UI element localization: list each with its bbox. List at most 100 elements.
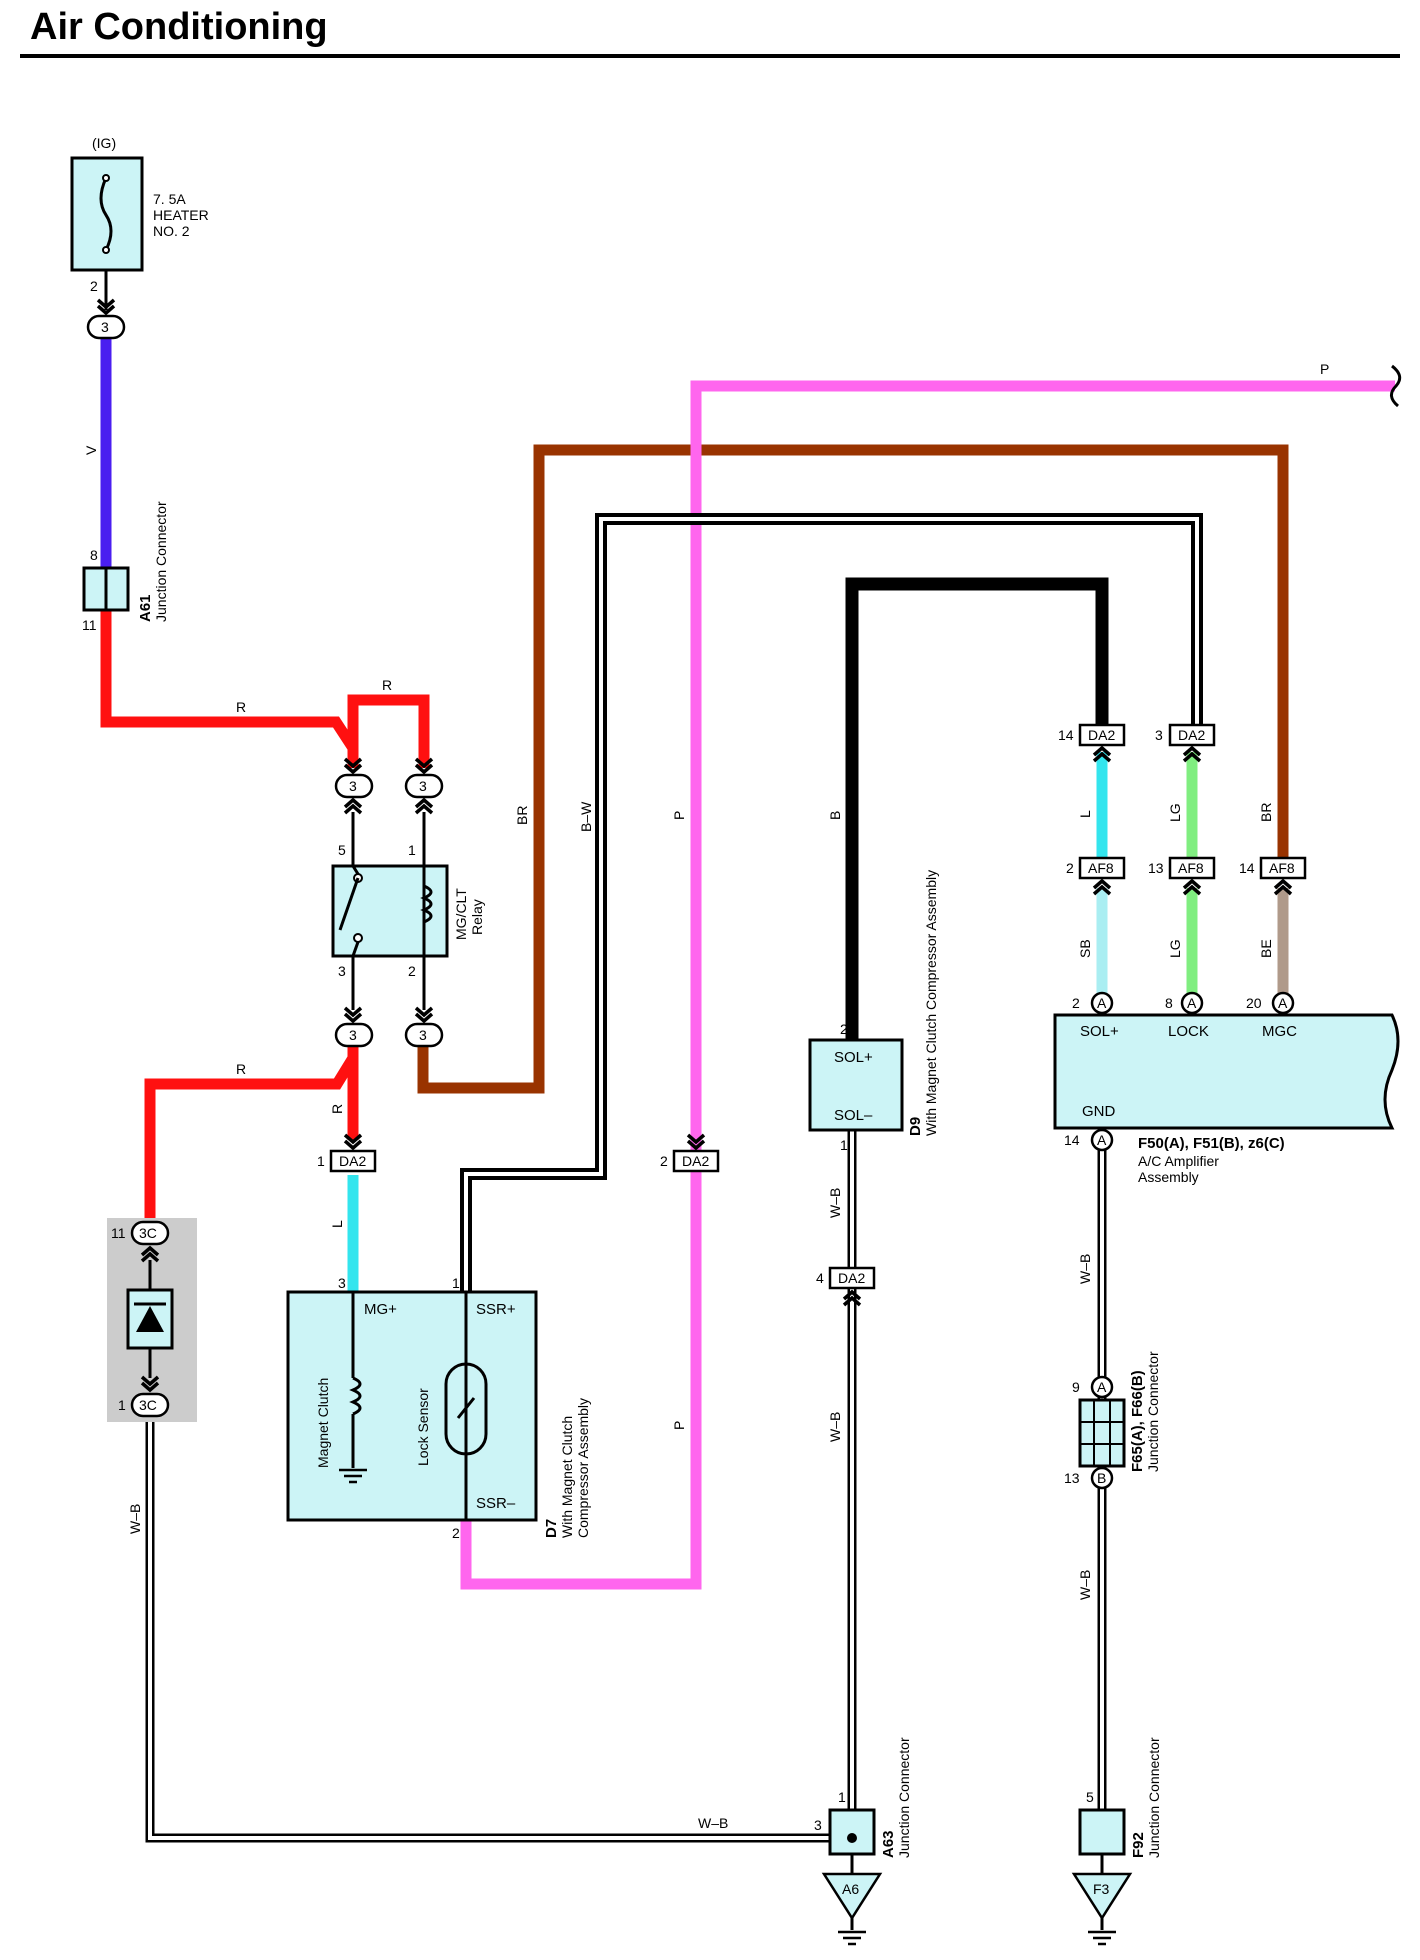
relay-pin-br: 2 [408,963,416,979]
wire-wb-diode-ground-stripe [148,1420,840,1840]
connector-da2-wb: DA2 4 [816,1266,876,1307]
relay-pin-tr: 1 [408,842,416,858]
wire-label-l1: L [329,1220,345,1228]
junction-connector-f92: 5 F92 Junction Connector F3 [1071,1737,1162,1946]
wire-label-v: V [83,445,99,455]
relay-pin-tl: 5 [338,842,346,858]
amp-name-2: Assembly [1138,1169,1199,1185]
d7-code: D7 [543,1519,560,1538]
connectors-af8: AF8 2 AF8 13 AF8 14 [1066,856,1307,896]
amp-conn-mgc: A [1278,995,1288,1011]
wire-label-r1: R [236,699,246,715]
ground-f3-label: F3 [1093,1881,1110,1897]
d7-term-ssr-plus: SSR+ [476,1301,516,1318]
af8-label-sb: AF8 [1088,860,1114,876]
da2-pin-mg: 1 [317,1153,325,1169]
d7-pin-ssr-minus: 2 [452,1525,460,1541]
amp-term-lock: LOCK [1168,1023,1209,1040]
amp-conn-sol: A [1097,995,1107,1011]
relay-conn-4: 3 [419,1027,427,1043]
da2-label-lg: DA2 [1178,727,1205,743]
wire-label-r2: R [382,677,392,693]
af8-pin-lg: 13 [1148,860,1164,876]
d9-desc: With Magnet Clutch Compressor Assembly [923,870,939,1136]
ground-a6 [821,1872,883,1921]
wire-p [460,380,1395,1590]
relay-switch [338,877,360,931]
af8-pin-be: 14 [1239,860,1255,876]
d9-pin-bottom: 1 [840,1137,848,1153]
wire-label-wb2: W–B [698,1815,728,1831]
amp-term-mgc: MGC [1262,1023,1297,1040]
relay-name-1: MG/CLT [453,888,469,940]
d9-pin-top: 2 [840,1021,848,1037]
a61-code: A61 [137,594,154,622]
wire-label-wb3: W–B [827,1188,843,1218]
wire-label-lg2: LG [1167,939,1183,958]
amp-name-1: A/C Amplifier [1138,1153,1219,1169]
d9-term-minus: SOL– [834,1107,873,1124]
wire-label-p3: P [1320,361,1329,377]
a63-pin-top: 1 [838,1789,846,1805]
f65-conn-top: A [1097,1379,1107,1395]
d9-term-plus: SOL+ [834,1049,873,1066]
amp-conn-lock: A [1187,995,1197,1011]
d7-term-ssr-minus: SSR– [476,1495,516,1512]
wire-label-wb5: W–B [1077,1254,1093,1284]
wire-label-r3: R [236,1061,246,1077]
amp-pin-gnd: 14 [1064,1132,1080,1148]
fuse-rating: 7. 5A [153,191,186,207]
a61-name: Junction Connector [153,501,169,622]
wire-b [845,577,1109,1040]
d7-pin-mg: 3 [338,1275,346,1291]
af8-pin-sb: 2 [1066,860,1074,876]
relay-conn-3: 3 [349,1027,357,1043]
f65-code: F65(A), F66(B) [1129,1370,1146,1472]
wire-break-mark [1390,364,1402,408]
connector-da2-p: DA2 2 [660,1133,720,1173]
amp-pin-mgc: 20 [1246,995,1262,1011]
fuse-name-1: HEATER [153,207,209,223]
f65-name: Junction Connector [1145,1351,1161,1472]
connectors-da2-amp: DA2 14 DA2 3 [1058,723,1216,763]
wire-label-sb: SB [1077,939,1093,958]
diode-3c: 3C 11 3C 1 [107,1218,197,1422]
fuse-name-2: NO. 2 [153,223,190,239]
mg-clt-relay: 3 3 5 1 MG/CLT Relay 3 2 3 3 [331,757,485,1048]
a61-pin-top: 8 [90,547,98,563]
compressor-d9: 2 1 SOL+ SOL– D9 With Magnet Clutch Comp… [808,870,939,1153]
d7-desc-2: Compressor Assembly [575,1398,591,1538]
d7-term-mg: MG+ [364,1301,397,1318]
page-title: Air Conditioning [30,6,328,48]
wire-label-br2: BR [1258,803,1274,822]
f65-conn-bottom: B [1097,1470,1106,1486]
fuse-icon [99,177,113,251]
lock-sensor-icon [444,1362,488,1456]
wire-r-a61-relay [100,610,359,768]
da2-pin-b: 14 [1058,727,1074,743]
amp-code: F50(A), F51(B), z6(C) [1138,1135,1285,1152]
fuse-heater-no2: (IG) 7. 5A HEATER NO. 2 2 3 [70,135,209,340]
d9-code: D9 [907,1117,924,1136]
d7-clutch-label: Magnet Clutch [315,1378,331,1468]
da2-pin-lg: 3 [1155,727,1163,743]
wire-label-wb1: W–B [127,1504,143,1534]
af8-label-lg: AF8 [1178,860,1204,876]
junction-connector-f65: A 9 B 13 F65(A), F66(B) Junction Connect… [1064,1351,1161,1490]
a63-pin-left: 3 [814,1817,822,1833]
diode-icon [136,1306,164,1332]
connector-da2-mg: DA2 1 [317,1133,377,1173]
wire-r-diode [144,1055,358,1220]
wire-label-bw: B–W [578,801,594,832]
da2-label-b: DA2 [1088,727,1115,743]
compressor-d7: 3 1 2 MG+ SSR+ SSR– Magnet Clutch Lock S… [286,1275,591,1541]
wire-br [417,444,1289,1094]
fuse-conn [86,314,126,340]
f92-name: Junction Connector [1146,1737,1162,1858]
da2-pin-p: 2 [660,1153,668,1169]
fuse-source: (IG) [92,135,116,151]
wire-label-p2: P [671,1421,687,1430]
da2-label-p: DA2 [682,1153,709,1169]
da2-label-wb: DA2 [838,1270,865,1286]
